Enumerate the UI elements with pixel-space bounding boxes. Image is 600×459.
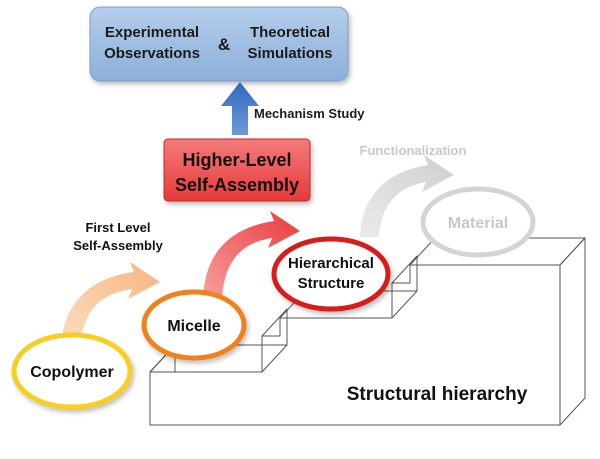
higher-level-label-2: Self-Assembly [175,175,299,195]
staircase [149,237,586,426]
hierarchical-structure-node: Hierarchical Structure [271,236,391,312]
stair-step1-riser [261,308,288,345]
material-label: Material [448,215,508,232]
micelle-label: Micelle [167,318,220,335]
hierarchical-label-2: Structure [298,275,365,292]
theoretical-label-1: Theoretical [250,24,330,41]
functionalization-label: Functionalization [360,143,467,158]
mechanism-study-label: Mechanism Study [254,106,365,121]
higher-level-label-1: Higher-Level [182,150,291,170]
higher-level-box: Higher-Level Self-Assembly [163,138,311,202]
stair-right-face [559,237,586,426]
stairs-caption: Structural hierarchy [347,384,528,405]
functionalization-arrow [360,155,454,237]
first-level-label-2: Self-Assembly [73,238,163,253]
hierarchical-label-1: Hierarchical [288,255,374,272]
experimental-label-2: Observations [104,45,200,62]
theoretical-label-2: Simulations [247,45,332,62]
material-node: Material [420,186,536,258]
up-arrow [221,82,259,135]
copolymer-label: Copolymer [30,364,114,381]
copolymer-node: Copolymer [11,332,133,410]
observations-simulations-box: Experimental Observations & Theoretical … [89,6,349,82]
experimental-label-1: Experimental [105,24,199,41]
first-level-label-1: First Level [85,220,150,235]
ampersand-label: & [218,35,230,54]
first-level-arrow [60,262,160,352]
stair-step2-riser [391,255,418,291]
higher-level-arrow [203,211,300,300]
micelle-node: Micelle [141,289,247,361]
